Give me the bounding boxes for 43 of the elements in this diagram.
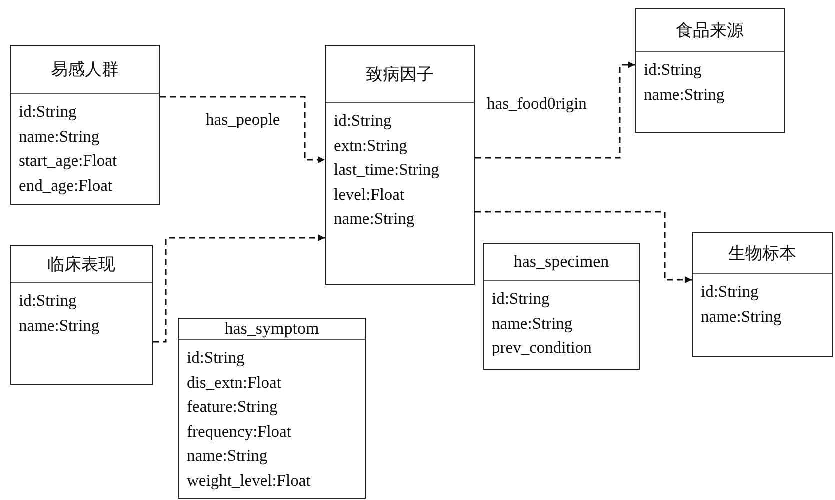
entity-box [635, 8, 785, 133]
entity-title: has_specimen [514, 252, 610, 272]
attribute-text: end_age:Float [19, 174, 112, 197]
attribute-text: name:String [19, 126, 100, 148]
attribute-text: name:String [334, 208, 415, 230]
entity-title: 致病因子 [366, 64, 434, 86]
attribute-text: prev_condition [492, 337, 592, 359]
entity-title: 易感人群 [51, 59, 119, 81]
attribute-text: extn:String [334, 134, 408, 157]
entity-title: 生物标本 [728, 242, 796, 264]
attribute-text: name:String [19, 314, 100, 337]
entity-box [692, 232, 833, 357]
attribute-text: level:Float [334, 184, 405, 206]
attribute-text: id:String [644, 59, 702, 81]
entity-title: has_symptom [224, 319, 320, 339]
dashed-arrow [475, 211, 692, 284]
dashed-arrow [475, 62, 635, 159]
attribute-text: last_time:String [334, 159, 440, 181]
entity-title: 临床表现 [48, 254, 116, 276]
attribute-text: name:String [644, 84, 725, 106]
attribute-text: name:String [187, 445, 268, 467]
attribute-text: name:String [492, 312, 573, 335]
entity-box [483, 243, 640, 370]
attribute-text: start_age:Float [19, 150, 118, 172]
entity-box [178, 318, 366, 499]
attribute-text: dis_extn:Float [187, 372, 282, 394]
attribute-text: id:String [19, 290, 77, 312]
attribute-text: id:String [187, 347, 245, 369]
attribute-text: frequency:Float [187, 420, 292, 443]
entity-box [10, 45, 160, 205]
dashed-arrow [160, 96, 325, 164]
attribute-text: id:String [701, 281, 759, 303]
attribute-text: name:String [701, 306, 782, 328]
edge-label: has_food0rigin [486, 94, 588, 114]
entity-box [325, 45, 475, 285]
attribute-text: id:String [334, 110, 392, 132]
entity-box [10, 245, 153, 385]
attribute-text: id:String [492, 288, 550, 310]
attribute-text: feature:String [187, 396, 278, 418]
attribute-text: weight_level:Float [187, 470, 311, 492]
dashed-arrow [153, 234, 325, 343]
attribute-text: id:String [19, 101, 77, 123]
entity-title: 食品来源 [676, 20, 744, 42]
